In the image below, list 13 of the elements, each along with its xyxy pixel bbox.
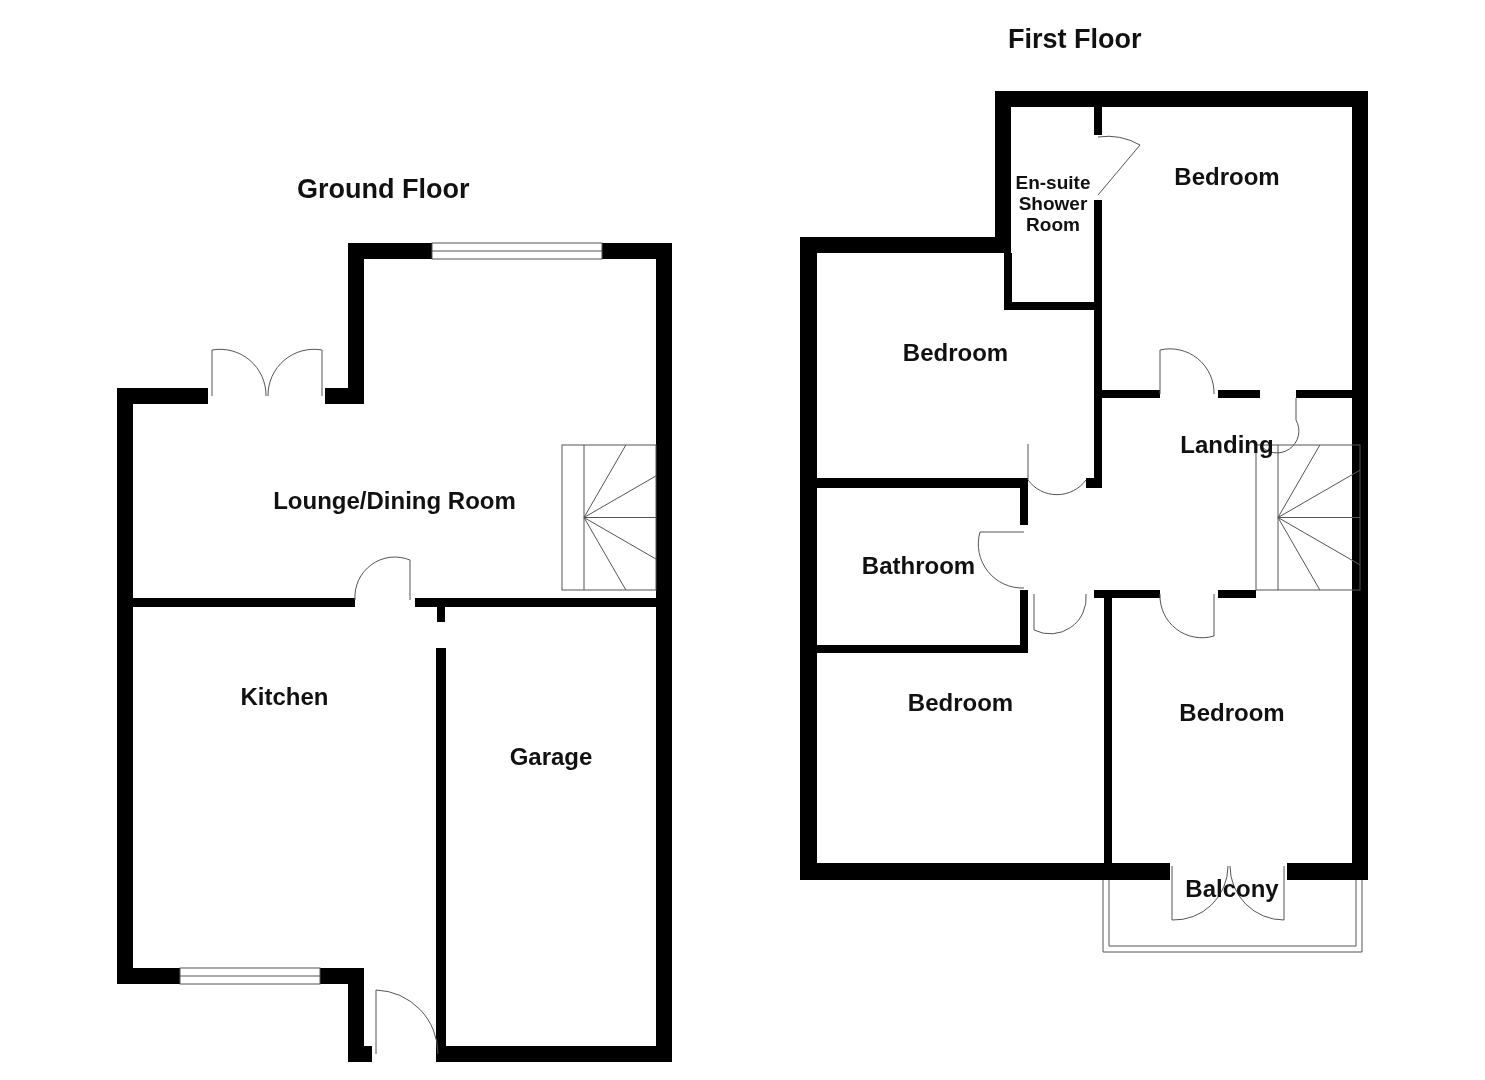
floor-title: First Floor xyxy=(1008,24,1142,55)
room-label: Bathroom xyxy=(861,553,976,580)
room-label: Bedroom xyxy=(907,689,1014,717)
room-label: Landing xyxy=(1180,432,1274,459)
room-label: En-suite Shower Room xyxy=(1014,173,1092,236)
room-label: Garage xyxy=(509,743,593,771)
room-label: Balcony xyxy=(1185,875,1279,903)
room-label: Kitchen xyxy=(240,683,329,711)
room-label: Lounge/Dining Room xyxy=(273,487,516,515)
room-label: Bedroom xyxy=(1174,163,1280,191)
room-label: Bedroom xyxy=(1179,699,1285,727)
floor-title: Ground Floor xyxy=(297,174,470,205)
room-label: Bedroom xyxy=(902,339,1009,367)
